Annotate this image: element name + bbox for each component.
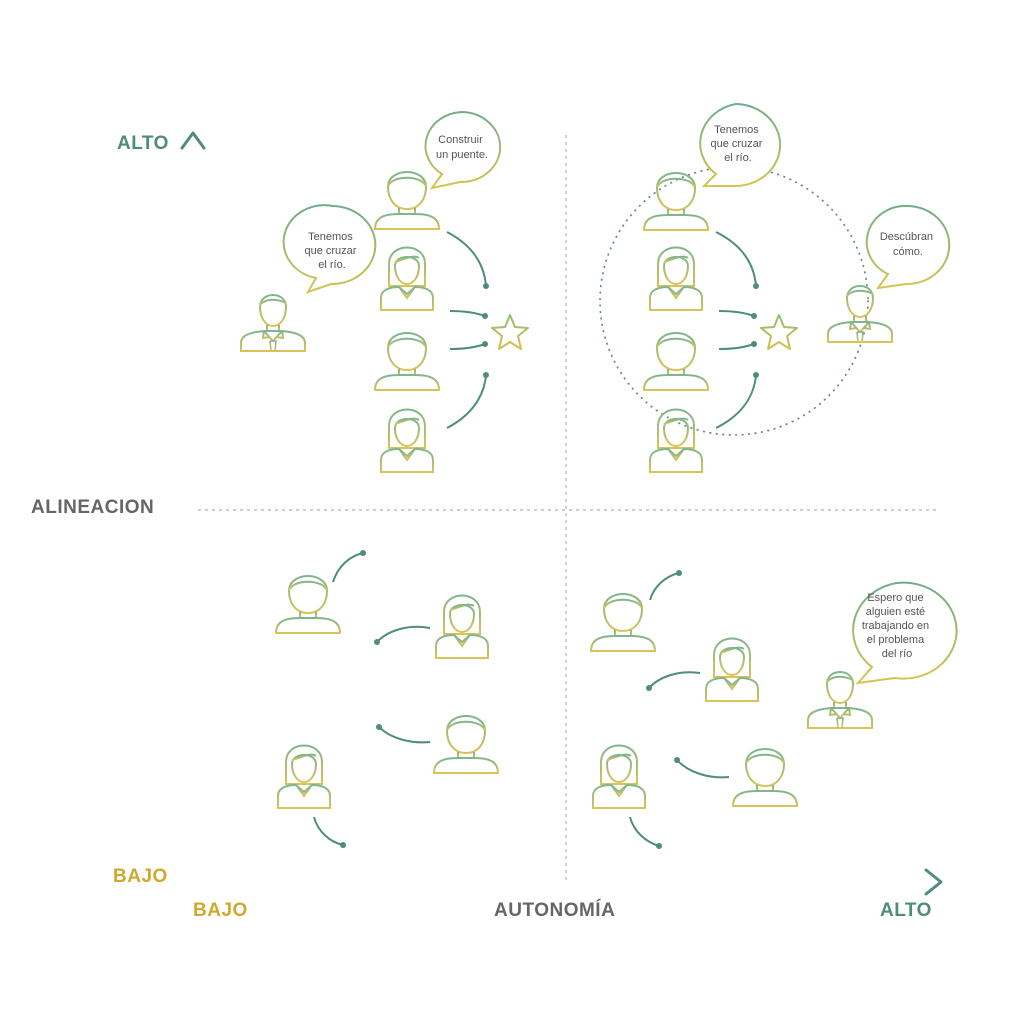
br-leader-bubble-line-3: trabajando en: [862, 620, 929, 632]
converging-arrows: [446, 231, 487, 429]
male-person-icon: [590, 593, 656, 652]
svg-text:Espero que alguien est: Espero que alguien esté trabajando en el…: [862, 592, 932, 660]
tr-team-bubble-line-3: el río.: [724, 152, 752, 164]
quadrant-bottom-left: [275, 550, 499, 848]
x-axis-high-label: ALTO: [880, 900, 932, 921]
female-person-icon: [380, 246, 434, 311]
quadrant-top-left: Tenemos que cruzar el río. Construir un …: [240, 110, 529, 473]
svg-text:Descúbran cómo.: Descúbran cómo.: [880, 231, 936, 258]
y-axis-title: ALINEACION: [31, 497, 155, 518]
converging-arrows: [715, 231, 757, 429]
male-person-icon: [643, 332, 709, 391]
female-person-icon: [435, 594, 489, 659]
star-icon: [760, 314, 798, 350]
female-person-icon: [380, 408, 434, 473]
male-person-icon: [374, 332, 440, 391]
svg-text:Tenemos que cruzar: Tenemos que cruzar el río.: [304, 231, 359, 271]
scattered-arrows: [629, 572, 730, 847]
tl-leader-bubble-line-3: el río.: [318, 259, 346, 271]
quadrant-top-right: Tenemos que cruzar el río. Descúbran: [599, 102, 951, 473]
br-leader-bubble-line-1: Espero que: [867, 592, 923, 604]
tr-leader-bubble-line-2: cómo.: [893, 246, 923, 258]
speech-bubble-icon: Espero que alguien esté trabajando en el…: [852, 581, 958, 685]
tl-leader-bubble-line-2: que cruzar: [304, 245, 356, 257]
female-person-icon: [705, 637, 759, 702]
female-person-icon: [277, 744, 331, 809]
svg-text:Tenemos que cruzar: Tenemos que cruzar el río.: [710, 124, 765, 164]
x-axis-arrowhead: [924, 868, 943, 896]
male-person-icon: [374, 171, 440, 230]
female-person-icon: [649, 408, 703, 473]
tr-team-bubble-line-2: que cruzar: [710, 138, 762, 150]
scattered-arrows: [313, 552, 431, 846]
female-person-icon: [592, 744, 646, 809]
speech-bubble-icon: Descúbran cómo.: [865, 204, 951, 290]
team-dotted-circle: [599, 166, 869, 436]
speech-bubble-icon: Construir un puente.: [424, 110, 502, 190]
tl-team-bubble-line-2: un puente.: [436, 149, 488, 161]
y-axis-low-label: BAJO: [113, 866, 168, 887]
quadrant-bottom-right: Espero que alguien esté trabajando en el…: [590, 570, 958, 849]
br-leader-bubble-line-4: el problema: [867, 634, 925, 646]
tr-team-bubble-line-1: Tenemos: [714, 124, 759, 136]
y-axis-high-label: ALTO: [117, 133, 169, 154]
br-leader-bubble-line-2: alguien esté: [866, 606, 925, 618]
br-leader-bubble-line-5: del río: [882, 648, 913, 660]
leader-person-icon: [240, 294, 306, 352]
x-axis-low-label: BAJO: [193, 900, 248, 921]
star-icon: [491, 314, 529, 350]
x-axis-title: AUTONOMÍA: [494, 900, 616, 921]
male-person-icon: [275, 575, 341, 634]
speech-bubble-icon: Tenemos que cruzar el río.: [699, 102, 782, 188]
female-person-icon: [649, 246, 703, 311]
tl-team-bubble-line-1: Construir: [438, 134, 483, 146]
male-person-icon: [433, 715, 499, 774]
leader-person-icon: [827, 285, 893, 343]
svg-text:Construir un puente.: Construir un puente.: [436, 134, 488, 161]
male-person-icon: [643, 172, 709, 231]
tr-leader-bubble-line-1: Descúbran: [880, 231, 933, 243]
male-person-icon: [732, 748, 798, 807]
speech-bubble-icon: Tenemos que cruzar el río.: [282, 204, 377, 294]
tl-leader-bubble-line-1: Tenemos: [308, 231, 353, 243]
y-axis-arrowhead: [180, 131, 206, 150]
